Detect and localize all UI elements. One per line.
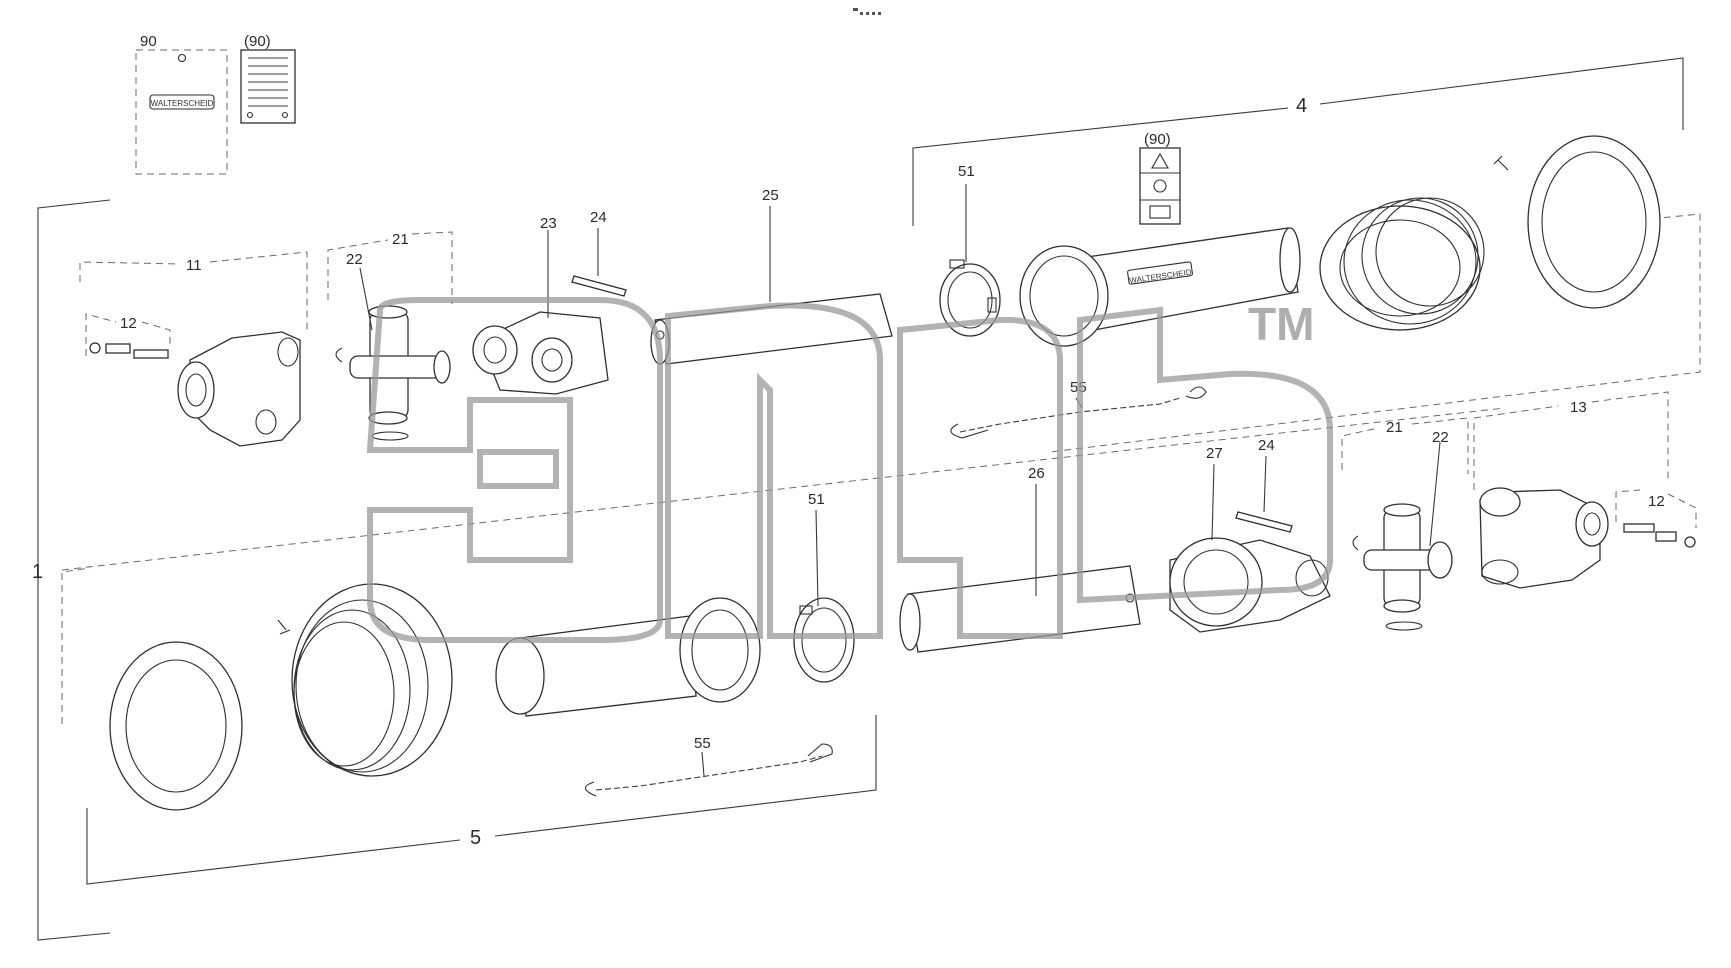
- card-part-90: [240, 49, 296, 124]
- ring-51-top: [939, 259, 1001, 337]
- label-55-bottom: 55: [694, 735, 711, 752]
- bag-brand-text: WALTERSCHEID: [151, 99, 214, 108]
- leader-lines: [359, 184, 1441, 777]
- yoke-27: [1169, 537, 1331, 633]
- label-51-bottom: 51: [808, 491, 825, 508]
- yoke-23: [472, 311, 609, 395]
- tube-26: [899, 565, 1141, 653]
- label-25: 25: [762, 187, 779, 204]
- label-21-left: 21: [392, 231, 409, 248]
- watermark-logo: TM: [366, 297, 1333, 643]
- watermark-tm: TM: [1248, 298, 1314, 350]
- label-90-card: (90): [244, 33, 271, 50]
- bolt-12-left: [89, 342, 169, 359]
- bag-part-90: WALTERSCHEID: [135, 49, 228, 175]
- bellows-top: [1319, 155, 1509, 331]
- label-22-right: 22: [1432, 429, 1449, 446]
- cone-ring-top: [1527, 135, 1661, 309]
- group-frames: [37, 57, 1701, 941]
- label-24-left: 24: [590, 209, 607, 226]
- top-mark: [853, 8, 881, 15]
- yoke-13: [1479, 487, 1609, 589]
- label-13: 13: [1570, 399, 1587, 416]
- label-23: 23: [540, 215, 557, 232]
- label-1: 1: [32, 561, 43, 583]
- callout-labels: 90 (90) (90) 1 4 5 11 12 12 13 21 21 22 …: [32, 33, 1665, 849]
- chain-55-bottom: [584, 743, 833, 797]
- label-27: 27: [1206, 445, 1223, 462]
- label-11: 11: [186, 257, 202, 274]
- label-26: 26: [1028, 465, 1045, 482]
- label-12-right: 12: [1648, 493, 1665, 510]
- ring-51-bottom: [793, 597, 855, 683]
- label-12-left: 12: [120, 315, 137, 332]
- label-24-right: 24: [1258, 437, 1275, 454]
- cross-21-left: [335, 305, 451, 441]
- pin-24-left: [571, 275, 627, 297]
- warning-sticker: [1139, 147, 1181, 225]
- label-90-sticker: (90): [1144, 131, 1171, 148]
- cone-ring-bottom: [109, 641, 243, 811]
- label-21-right: 21: [1386, 419, 1403, 436]
- label-4: 4: [1296, 95, 1307, 117]
- bolt-12-right: [1623, 523, 1696, 548]
- label-90-bag: 90: [140, 33, 157, 50]
- label-22-left: 22: [346, 251, 363, 268]
- cross-21-right: [1352, 503, 1453, 631]
- label-5: 5: [470, 827, 481, 849]
- yoke-11: [177, 331, 301, 447]
- guard-tube-inner: [495, 597, 761, 717]
- pin-24-right: [1235, 511, 1293, 533]
- bellows-bottom: [277, 583, 453, 777]
- label-51-top: 51: [958, 163, 975, 180]
